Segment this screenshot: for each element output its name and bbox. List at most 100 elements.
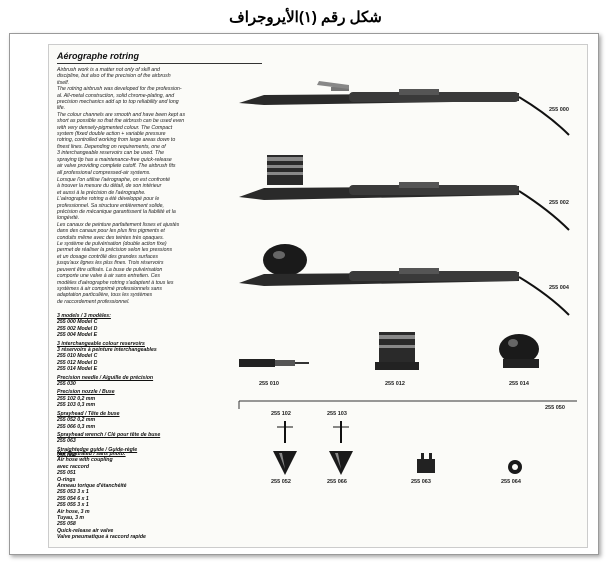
intro-line: The rotring airbrush was developed for t… — [57, 86, 182, 93]
spec-heading: Not illustrated / sans photo: — [57, 451, 126, 457]
spec-heading: Straightedge guide / Guide-règle — [57, 446, 138, 453]
intro-line: adaptation particulière, tous les systèm… — [57, 292, 153, 299]
spec-item: Tuyau, 3 m — [57, 515, 85, 522]
airbrush-illustration — [239, 155, 570, 231]
intro-line: Le système de pulvérisation (double acti… — [57, 241, 167, 248]
intro-line: rotring, controlled working from large a… — [57, 137, 176, 144]
intro-line: with very densely-pigmented colour. The … — [57, 124, 173, 131]
spec-item: 255 051 — [57, 470, 76, 477]
intro-line: conduits même avec des teintes très opaq… — [57, 234, 164, 241]
spec-item: 255 102 0,2 mm — [57, 395, 96, 402]
figure-caption: شكل رقم (١)الأيروجراف — [229, 9, 382, 26]
not-illustrated-list: Not illustrated / sans photo:Air hose wi… — [57, 449, 265, 541]
scanned-catalog-page: Aérographe rotring Airbrush work is a ma… — [48, 44, 588, 548]
wrench-illustration — [417, 453, 435, 473]
intro-line: dans des canaux pour les plus fins pigme… — [57, 228, 165, 235]
intro-line: jusqu'aux lignes les plus fines. Trois r… — [57, 260, 164, 267]
spec-item: 255 053 3 x 1 — [57, 489, 89, 496]
spec-item: Air hose, 3 m — [57, 508, 90, 515]
intro-line: al. All-metal construction, solid chrome… — [57, 92, 175, 99]
intro-line: spraying tip has a maintenance-free quic… — [57, 156, 172, 163]
intro-line: longévité. — [57, 215, 80, 222]
intro-line: itself. — [57, 79, 70, 86]
intro-line: et un dosage contrôlé des grandes surfac… — [57, 253, 158, 260]
intro-line: air valve providing complete cutoff. The… — [57, 163, 176, 170]
wrench-code: 255 063 — [411, 479, 431, 485]
spec-item: 255 010 Model C — [57, 353, 98, 360]
sprayhead-code: 255 052 — [271, 479, 291, 485]
spec-heading: 3 models / 3 modèles: — [57, 313, 111, 319]
spec-heading: Sprayhead wrench / Clé pour tête de buse — [57, 431, 161, 438]
spec-item: 255 052 0,2 mm — [57, 417, 96, 424]
nozzle-illustration — [333, 421, 349, 443]
intro-line: professionnel. Sa structure entièrement … — [57, 202, 164, 209]
spec-item: 255 055 3 x 1 — [57, 502, 89, 509]
spec-item: 255 054 6 x 1 — [57, 495, 89, 502]
sprayhead-illustration — [273, 451, 297, 475]
spec-item: 255 058 — [57, 521, 76, 528]
airbrush-code: 255 000 — [549, 107, 569, 113]
nozzle-code: 255 102 — [271, 411, 291, 417]
reservoir-illustration — [239, 359, 309, 367]
spec-item: Valve pneumatique à raccord rapide — [57, 534, 146, 541]
intro-line: 3 interchangeable reservoirs can be used… — [57, 150, 164, 157]
intro-line: modèles d'aérographe rotring s'adaptent … — [57, 279, 174, 286]
spec-item: Quick-release air valve — [57, 527, 114, 534]
spec-item: Anneau torique d'étanchéité — [57, 483, 127, 490]
spec-heading: 3 interchangeable colour reservoirs — [57, 340, 145, 347]
intro-line: systèmes à air comprimé professionnels s… — [57, 285, 162, 292]
intro-line: et aussi à la précision de l'aérographe. — [57, 189, 146, 196]
intro-line: short as possible so that the airbrush c… — [57, 118, 185, 125]
reservoir-code: 255 010 — [259, 381, 279, 387]
intro-line: de raccordement professionnel. — [57, 298, 130, 305]
sprayhead-code: 255 066 — [327, 479, 347, 485]
intro-line: peuvent être utilisés. La buse de pulvér… — [57, 266, 163, 273]
intro-line: permet de réaliser la précision selon le… — [57, 247, 173, 254]
reservoir-illustration — [375, 332, 419, 370]
spec-item: 255 004 Model E — [57, 332, 98, 339]
intro-line: à trouver la mesure du détail, de son in… — [57, 183, 162, 190]
intro-line: all professional compressed-air systems. — [57, 169, 151, 176]
spec-item: Air hose with coupling — [57, 457, 113, 464]
airbrush-code: 255 002 — [549, 200, 569, 206]
intro-line: Les canaux de peinture parfaitement liss… — [57, 221, 180, 228]
figure-frame: Aérographe rotring Airbrush work is a ma… — [9, 33, 599, 555]
intro-line: Lorsque l'on utilise l'aérographe, on es… — [57, 177, 171, 183]
airbrush-illustration — [239, 244, 570, 316]
spec-heading: Precision needle / Aiguille de précision — [57, 374, 154, 381]
intro-line: précision de mécanique garantissent la f… — [57, 209, 176, 216]
nozzle-code: 255 103 — [327, 411, 347, 417]
page-heading: Aérographe rotring — [57, 51, 140, 61]
intro-line: L'aérographe rotring a été développé pou… — [57, 196, 160, 203]
reservoir-code: 255 012 — [385, 381, 405, 387]
spec-item: 255 103 0,3 mm — [57, 402, 96, 409]
intro-line: The colour channels are smooth and have … — [57, 111, 186, 118]
spec-item: 255 014 Model E — [57, 366, 98, 373]
spec-item: 255 066 0,3 mm — [57, 423, 96, 430]
spec-heading: Sprayhead / Tête de buse — [57, 410, 120, 417]
intro-line: precision mechanics add up to top reliab… — [57, 99, 179, 106]
spec-item: 255 002 Model D — [57, 325, 98, 332]
reservoir-code: 255 014 — [509, 381, 529, 387]
intro-line: Airbrush work is a matter not only of sk… — [57, 67, 160, 73]
tray-code: 255 050 — [545, 405, 565, 411]
ring-illustration — [508, 460, 522, 474]
nozzle-illustration — [277, 421, 293, 443]
spec-heading: 3 réservoirs à peinture interchangeables — [57, 347, 157, 354]
spec-item: O-rings — [57, 476, 76, 483]
spec-heading: Precision nozzle / Buse — [57, 389, 115, 396]
intro-text-en: Airbrush work is a matter not only of sk… — [57, 67, 265, 176]
reservoir-illustration — [499, 334, 539, 368]
spec-item: 255 030 — [57, 381, 76, 388]
intro-line: life. — [57, 105, 66, 112]
intro-line: comporte une valve à air sans entretien.… — [57, 273, 160, 280]
airbrush-illustration — [239, 81, 570, 136]
heading-rule — [57, 63, 262, 64]
spec-item: 255 012 Model D — [57, 359, 98, 366]
product-illustrations — [238, 81, 577, 475]
intro-line: finest lines. Depending on requirements,… — [57, 143, 166, 150]
spec-item: 255 000 Model C — [57, 319, 98, 326]
spec-item: 255 064 — [57, 453, 76, 460]
sprayhead-illustration — [329, 451, 353, 475]
